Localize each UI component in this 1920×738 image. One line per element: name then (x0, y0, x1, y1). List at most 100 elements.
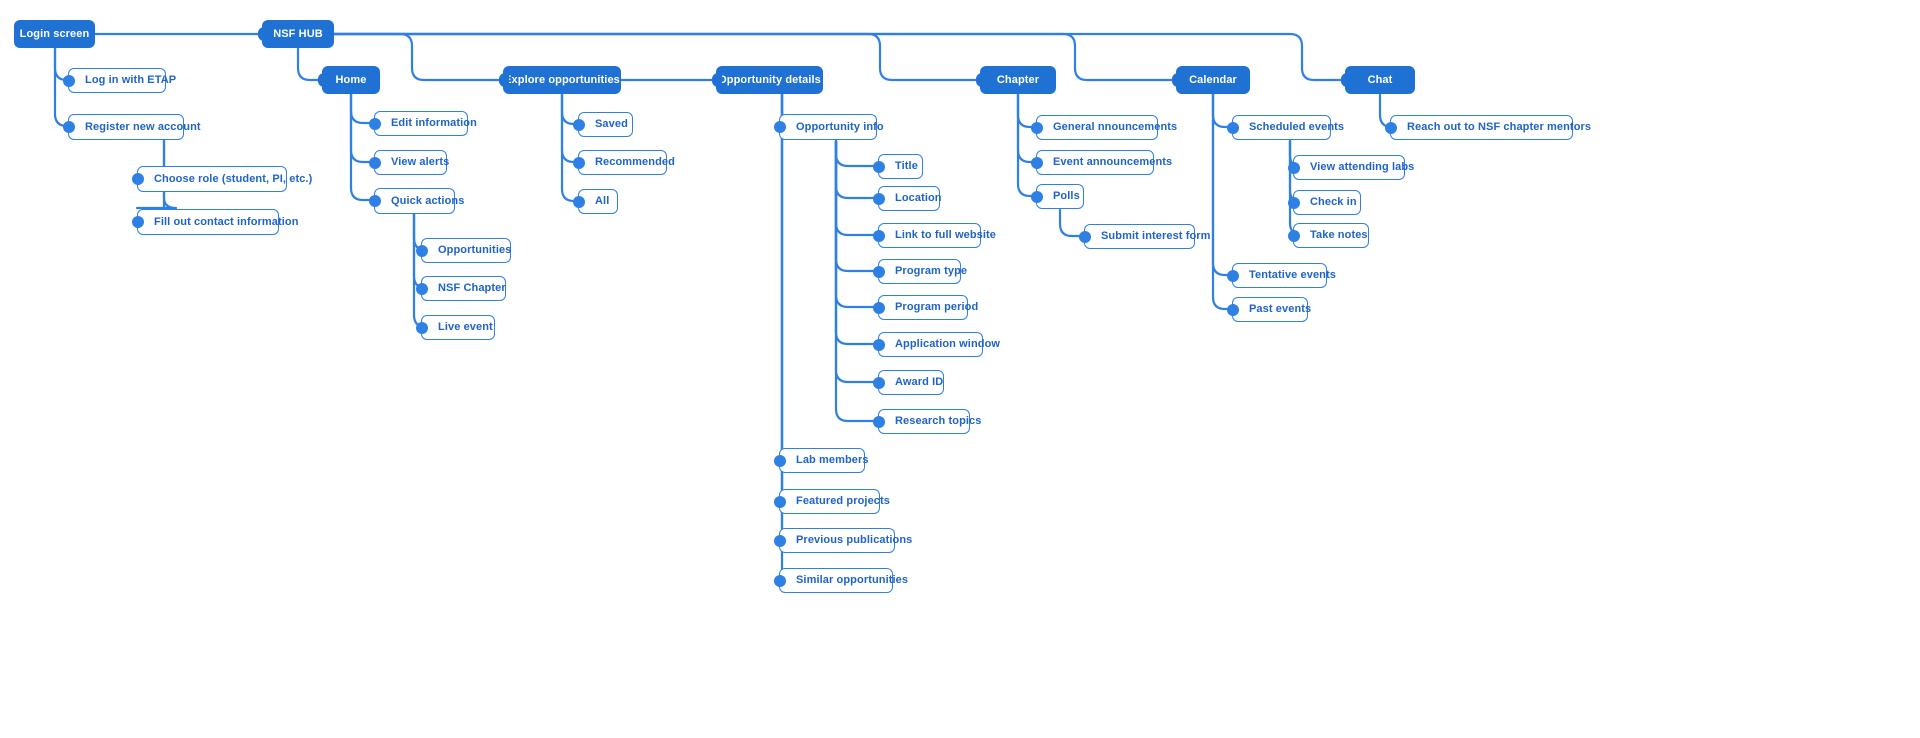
connector-dot-icon (873, 376, 885, 389)
node-register-new-account[interactable]: Register new account (63, 114, 201, 140)
node-saved[interactable]: Saved (573, 112, 633, 137)
node-event-announcements[interactable]: Event announcements (1031, 150, 1172, 175)
node-label: Login screen (19, 27, 90, 40)
node-choose-role[interactable]: Choose role (student, PI, etc.) (132, 166, 312, 192)
node-view-attending-labs[interactable]: View attending labs (1288, 155, 1414, 180)
connector-socket-icon (976, 73, 986, 87)
node-opportunity-details[interactable]: Opportunity details (712, 66, 823, 94)
node-label: Chapter (996, 73, 1040, 86)
node-label: Featured projects (796, 495, 891, 507)
node-fill-out-contact-information[interactable]: Fill out contact information (132, 209, 298, 235)
node-general-announcements[interactable]: General nnouncements (1031, 115, 1177, 140)
node-quick-action-nsf-chapter[interactable]: NSF Chapter (416, 276, 506, 301)
node-program-type[interactable]: Program type (873, 259, 967, 284)
node-research-topics[interactable]: Research topics (873, 409, 981, 434)
connector-dot-icon (873, 415, 885, 428)
connector-dot-icon (1385, 121, 1397, 134)
node-featured-projects[interactable]: Featured projects (774, 489, 890, 514)
node-explore-opportunities[interactable]: Explore opportunities (499, 66, 621, 94)
connector-dot-icon (132, 216, 144, 228)
node-calendar[interactable]: Calendar (1172, 66, 1250, 94)
node-nsf-hub[interactable]: NSF HUB (258, 20, 334, 48)
connector-dot-icon (774, 454, 786, 467)
node-award-id[interactable]: Award ID (873, 370, 944, 395)
connector-dot-icon (774, 574, 786, 587)
node-chapter[interactable]: Chapter (976, 66, 1056, 94)
node-label: Past events (1249, 303, 1312, 315)
node-quick-action-live-event[interactable]: Live event (416, 315, 495, 340)
connector-dot-icon (873, 192, 885, 205)
node-view-alerts[interactable]: View alerts (369, 150, 449, 175)
node-recommended[interactable]: Recommended (573, 150, 675, 175)
connector-dot-icon (1288, 196, 1300, 209)
node-past-events[interactable]: Past events (1227, 297, 1312, 322)
node-label: Edit information (391, 117, 477, 129)
connector-dot-icon (1227, 269, 1239, 282)
node-label: Polls (1053, 190, 1080, 202)
node-application-window[interactable]: Application window (873, 332, 1000, 357)
node-label: Explore opportunities (504, 73, 620, 86)
node-label: View attending labs (1310, 161, 1415, 173)
node-label: Similar opportunities (796, 574, 909, 586)
connector-dot-icon (369, 156, 381, 169)
connector-dot-icon (416, 244, 428, 257)
node-lab-members[interactable]: Lab members (774, 448, 869, 473)
node-polls[interactable]: Polls (1031, 184, 1084, 209)
connector-socket-icon (318, 73, 328, 87)
connector-dot-icon (1227, 303, 1239, 316)
node-link-to-full-website[interactable]: Link to full website (873, 223, 996, 248)
node-home[interactable]: Home (318, 66, 380, 94)
node-label: Quick actions (391, 194, 465, 207)
node-label: NSF Chapter (438, 282, 506, 294)
connector-dot-icon (132, 173, 144, 185)
connector-dot-icon (63, 121, 75, 133)
node-quick-action-opportunities[interactable]: Opportunities (416, 238, 512, 263)
node-label: Home (335, 73, 367, 86)
node-previous-publications[interactable]: Previous publications (774, 528, 912, 553)
connector-dot-icon (573, 156, 585, 169)
node-label: Saved (595, 118, 628, 130)
connector-dot-icon (573, 195, 585, 208)
node-label: Fill out contact information (154, 215, 299, 228)
connector-dot-icon (873, 301, 885, 314)
node-title[interactable]: Title (873, 154, 923, 179)
node-label: Previous publications (796, 534, 913, 546)
node-label: Recommended (595, 156, 675, 168)
connector-socket-icon (1341, 73, 1351, 87)
node-label: Log in with ETAP (85, 74, 177, 86)
node-opportunity-info[interactable]: Opportunity info (774, 114, 884, 140)
connector-dot-icon (873, 160, 885, 173)
node-similar-opportunities[interactable]: Similar opportunities (774, 568, 908, 593)
node-location[interactable]: Location (873, 186, 942, 211)
connector-dot-icon (369, 195, 381, 207)
node-label: Application window (895, 338, 1001, 350)
node-edit-information[interactable]: Edit information (369, 111, 477, 136)
node-label: Opportunities (438, 244, 512, 256)
node-check-in[interactable]: Check in (1288, 190, 1361, 215)
node-label: NSF HUB (273, 27, 323, 40)
node-all[interactable]: All (573, 189, 618, 214)
node-label: Link to full website (895, 229, 997, 241)
connector-socket-icon (1172, 73, 1182, 87)
connector-socket-icon (712, 73, 722, 87)
node-label: Scheduled events (1249, 121, 1345, 133)
node-tentative-events[interactable]: Tentative events (1227, 263, 1336, 288)
node-label: Take notes (1310, 229, 1368, 241)
node-label: Check in (1310, 196, 1357, 208)
connector-dot-icon (1079, 230, 1091, 243)
node-label: General nnouncements (1053, 121, 1178, 133)
node-label: Choose role (student, PI, etc.) (154, 172, 313, 185)
connector-dot-icon (873, 265, 885, 278)
node-label: Research topics (895, 415, 982, 427)
node-program-period[interactable]: Program period (873, 295, 978, 320)
node-take-notes[interactable]: Take notes (1288, 223, 1369, 248)
node-log-in-with-etap[interactable]: Log in with ETAP (63, 68, 176, 93)
node-reach-out-to-nsf-chapter-mentors[interactable]: Reach out to NSF chapter mentors (1385, 115, 1591, 140)
node-chat[interactable]: Chat (1341, 66, 1415, 94)
connector-dot-icon (1031, 190, 1043, 203)
node-quick-actions[interactable]: Quick actions (369, 188, 464, 214)
connector-dot-icon (1031, 156, 1043, 169)
node-submit-interest-form[interactable]: Submit interest form (1079, 224, 1210, 249)
node-login-screen[interactable]: Login screen (14, 20, 95, 48)
node-scheduled-events[interactable]: Scheduled events (1227, 115, 1344, 140)
